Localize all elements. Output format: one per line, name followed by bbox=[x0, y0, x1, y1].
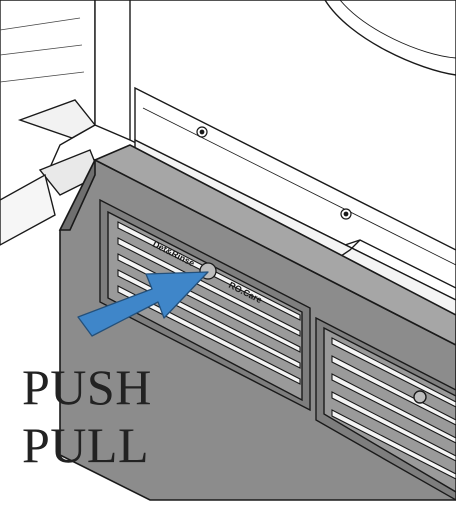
left-door-panel bbox=[0, 0, 101, 246]
pull-instruction: PULL bbox=[22, 417, 149, 473]
push-arrow-icon bbox=[77, 271, 209, 337]
push-instruction: PUSH bbox=[22, 359, 152, 415]
right-grille-button bbox=[413, 390, 427, 404]
screw-icon bbox=[196, 126, 352, 220]
right-grille bbox=[315, 316, 456, 501]
grille-slats-right bbox=[331, 337, 456, 480]
